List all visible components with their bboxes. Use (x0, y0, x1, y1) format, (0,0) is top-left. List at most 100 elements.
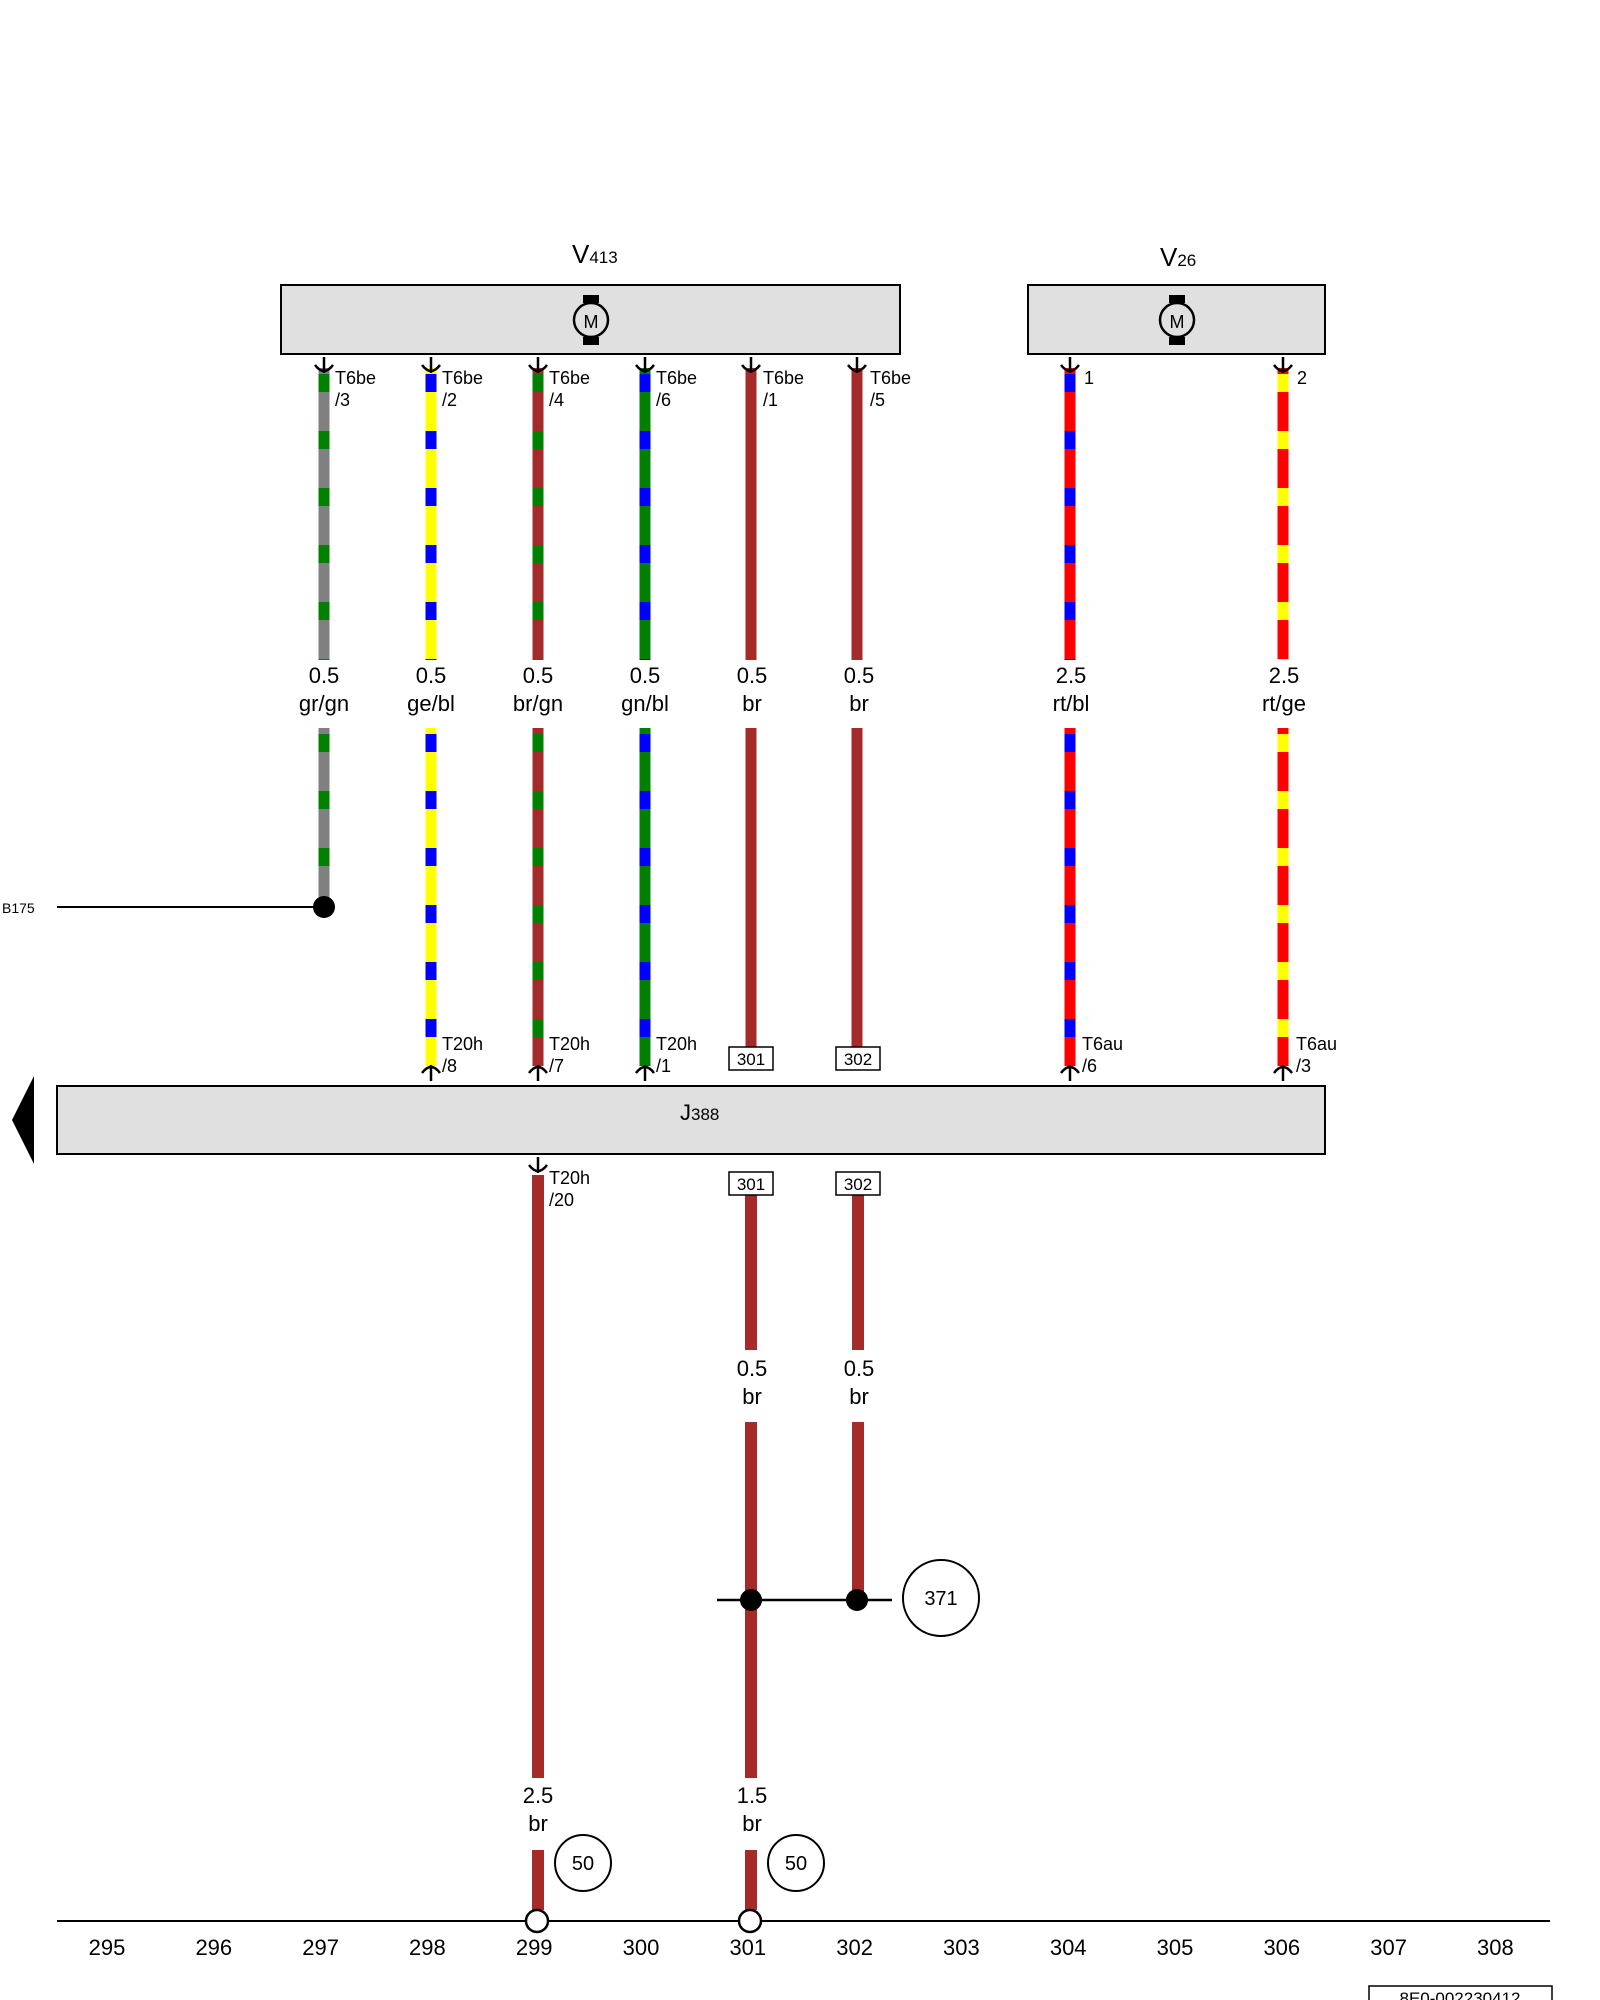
grid-number: 302 (836, 1935, 873, 1960)
ref-circle-50-a: 50 (554, 1834, 612, 1892)
wire-labels: 0.5 gr/gn 0.5 ge/bl 0.5 br/gn 0.5 gn/bl … (299, 663, 1306, 1836)
pin-label-t6be-5: T6be/5 (870, 368, 911, 410)
grid-number: 305 (1157, 1935, 1194, 1960)
svg-text:302: 302 (844, 1175, 872, 1194)
terminal-open-circle (737, 1908, 763, 1934)
connector-v-top-8 (1273, 357, 1293, 373)
ground-connection-b175: B175 (2, 896, 335, 918)
pin-label-t6be-4: T6be/4 (549, 368, 590, 410)
grid-number: 300 (623, 1935, 660, 1960)
wire-size-9: 0.5 (737, 1356, 768, 1381)
connector-v-top-7 (1060, 357, 1080, 373)
wire-size-8: 2.5 (1269, 663, 1300, 688)
wire-size-5: 0.5 (737, 663, 768, 688)
doc-id-box: 8E0-002230412 (1368, 1985, 1553, 2000)
junction-dot (740, 1589, 762, 1611)
wire-size-10: 0.5 (844, 1356, 875, 1381)
connector-j388-top-2 (528, 1065, 548, 1081)
bottom-rail (57, 1908, 1550, 1934)
svg-text:301: 301 (737, 1175, 765, 1194)
grid-number: 301 (729, 1935, 766, 1960)
svg-text:50: 50 (785, 1853, 807, 1875)
reference-boxes: 301 302 301 302 (728, 1046, 881, 1196)
pin-label-v26-1: 1 (1084, 368, 1094, 388)
pin-label-t20h-20: T20h/20 (549, 1168, 590, 1210)
ref-box-302-top: 302 (835, 1046, 881, 1071)
wire-color-12: br (742, 1811, 762, 1836)
grid-number: 296 (195, 1935, 232, 1960)
wire-size-12: 1.5 (737, 1783, 768, 1808)
wire-color-10: br (849, 1384, 869, 1409)
grid-number: 307 (1370, 1935, 1407, 1960)
pin-label-t20h-8: T20h/8 (442, 1034, 483, 1076)
connector-layer (314, 357, 1293, 1173)
continuation-arrow-icon (12, 1076, 34, 1164)
pin-label-t6au-6: T6au/6 (1082, 1034, 1123, 1076)
wire-size-1: 0.5 (309, 663, 340, 688)
component-v26: V26 M (1027, 242, 1326, 355)
v26-label: V26 (1160, 242, 1196, 272)
v26-motor-icon: M (1158, 295, 1196, 345)
svg-text:8E0-002230412: 8E0-002230412 (1399, 1989, 1520, 2000)
top-pin-labels: T6be/3 T6be/2 T6be/4 T6be/6 T6be/1 T6be/… (335, 368, 1307, 410)
wire-layer (318, 368, 1289, 1910)
wire-size-11: 2.5 (523, 1783, 554, 1808)
ref-box-301-top: 301 (728, 1046, 774, 1071)
grid-number: 304 (1050, 1935, 1087, 1960)
ref-box-301-bottom: 301 (728, 1171, 774, 1196)
grid-number: 297 (302, 1935, 339, 1960)
connector-j388-top-3 (635, 1065, 655, 1081)
pin-label-t6be-3: T6be/3 (335, 368, 376, 410)
pin-label-t6be-2: T6be/2 (442, 368, 483, 410)
pin-label-t20h-7: T20h/7 (549, 1034, 590, 1076)
wire-color-1: gr/gn (299, 691, 349, 716)
wire-color-5: br (742, 691, 762, 716)
pin-label-v26-2: 2 (1297, 368, 1307, 388)
wire-size-6: 0.5 (844, 663, 875, 688)
connector-v-top-6 (847, 357, 867, 373)
wire-size-2: 0.5 (416, 663, 447, 688)
ref-circle-50-b: 50 (767, 1834, 825, 1892)
wire-size-4: 0.5 (630, 663, 661, 688)
connector-j388-top-1 (421, 1065, 441, 1081)
grid-number: 295 (89, 1935, 126, 1960)
pin-label-t6au-3: T6au/3 (1296, 1034, 1337, 1076)
connector-j388-top-4 (1060, 1065, 1080, 1081)
svg-text:371: 371 (924, 1588, 957, 1610)
wire-color-3: br/gn (513, 691, 563, 716)
ground-label: B175 (2, 900, 35, 916)
grid-number: 306 (1263, 1935, 1300, 1960)
component-j388: J388 (12, 1076, 1326, 1164)
connector-j388-top-5 (1273, 1065, 1293, 1081)
pin-label-t20h-1: T20h/1 (656, 1034, 697, 1076)
ref-box-302-bottom: 302 (835, 1171, 881, 1196)
wire-color-6: br (849, 691, 869, 716)
j388-label: J388 (680, 1100, 719, 1125)
wire-color-4: gn/bl (621, 691, 669, 716)
pin-label-t6be-1: T6be/1 (763, 368, 804, 410)
ref-circle-371 (902, 1559, 980, 1637)
connector-v-top-2 (421, 357, 441, 373)
grid-number: 298 (409, 1935, 446, 1960)
junction-dot (313, 896, 335, 918)
j388-body (56, 1085, 1326, 1155)
svg-text:M: M (1170, 312, 1185, 332)
wire-size-7: 2.5 (1056, 663, 1087, 688)
terminal-open-circle (524, 1908, 550, 1934)
svg-text:301: 301 (737, 1050, 765, 1069)
connector-v-top-4 (635, 357, 655, 373)
grid-number: 303 (943, 1935, 980, 1960)
wire-color-7: rt/bl (1053, 691, 1090, 716)
component-v413: V413 M (280, 239, 901, 355)
connector-v-top-1 (314, 357, 334, 373)
svg-text:302: 302 (844, 1050, 872, 1069)
grid-number: 308 (1477, 1935, 1514, 1960)
pin-label-t6be-6: T6be/6 (656, 368, 697, 410)
v413-label: V413 (572, 239, 618, 269)
wire-color-9: br (742, 1384, 762, 1409)
junction-dot (846, 1589, 868, 1611)
svg-text:50: 50 (572, 1853, 594, 1875)
connector-v-top-3 (528, 357, 548, 373)
v413-motor-icon: M (572, 295, 610, 345)
